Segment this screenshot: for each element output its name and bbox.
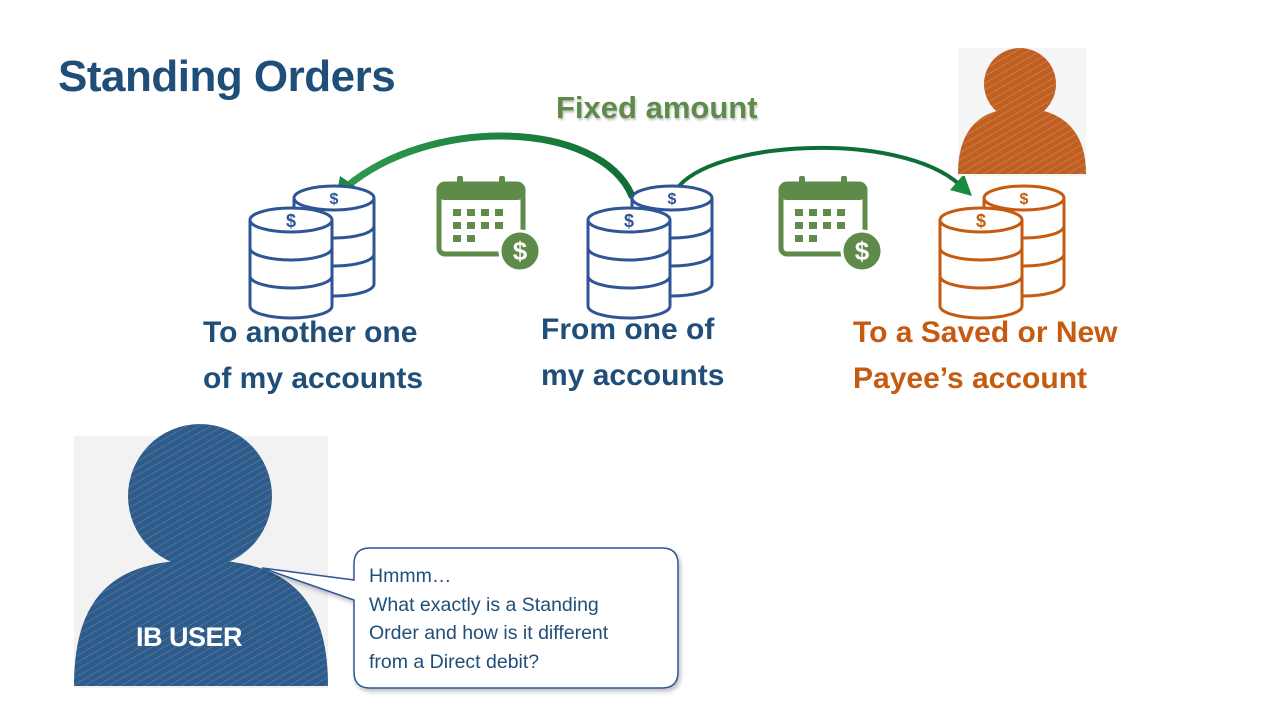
node-label-right: To a Saved or New Payee’s account — [853, 310, 1118, 402]
payee-person-icon — [958, 48, 1086, 176]
speech-bubble-line1: Hmmm… — [369, 565, 452, 587]
speech-bubble-line3: Order and how is it different — [369, 622, 609, 644]
speech-bubble — [261, 547, 679, 689]
svg-text:$: $ — [286, 211, 296, 231]
node-label-center: From one of my accounts — [541, 307, 724, 399]
arrow-label-fixed-amount: Fixed amount — [556, 90, 758, 125]
ib-user-label: IB USER — [136, 622, 243, 652]
speech-bubble-line2: What exactly is a Standing — [369, 593, 599, 616]
svg-text:$: $ — [330, 191, 339, 208]
node-label-right-line2: Payee’s account — [853, 362, 1088, 395]
svg-text:$: $ — [976, 211, 986, 231]
node-label-left-line2: of my accounts — [203, 362, 424, 395]
coin-stack-icon-right: $ $ — [938, 184, 1066, 322]
node-label-left-line1: To another one — [203, 316, 418, 349]
ib-user-person-icon — [74, 424, 328, 688]
coin-stack-icon-center: $ $ — [586, 184, 714, 322]
page-title: Standing Orders — [58, 52, 396, 101]
speech-bubble-text: Hmmm… What exactly is a Standing Order a… — [369, 562, 669, 676]
node-label-left: To another one of my accounts — [203, 310, 423, 402]
svg-text:$: $ — [1020, 191, 1029, 208]
node-label-center-line1: From one of — [541, 313, 715, 346]
node-label-right-line1: To a Saved or New — [853, 316, 1118, 349]
calendar-dollar-icon-2: $ — [778, 176, 884, 273]
svg-text:$: $ — [855, 236, 870, 266]
svg-text:$: $ — [624, 211, 634, 231]
speech-bubble-line4: from a Direct debit? — [369, 650, 540, 673]
node-label-center-line2: my accounts — [541, 359, 725, 392]
calendar-dollar-icon-1: $ — [436, 176, 542, 273]
svg-text:$: $ — [668, 191, 677, 208]
svg-text:$: $ — [513, 236, 528, 266]
coin-stack-icon-left: $ $ — [248, 184, 376, 322]
arrow-center-to-right — [674, 145, 972, 196]
